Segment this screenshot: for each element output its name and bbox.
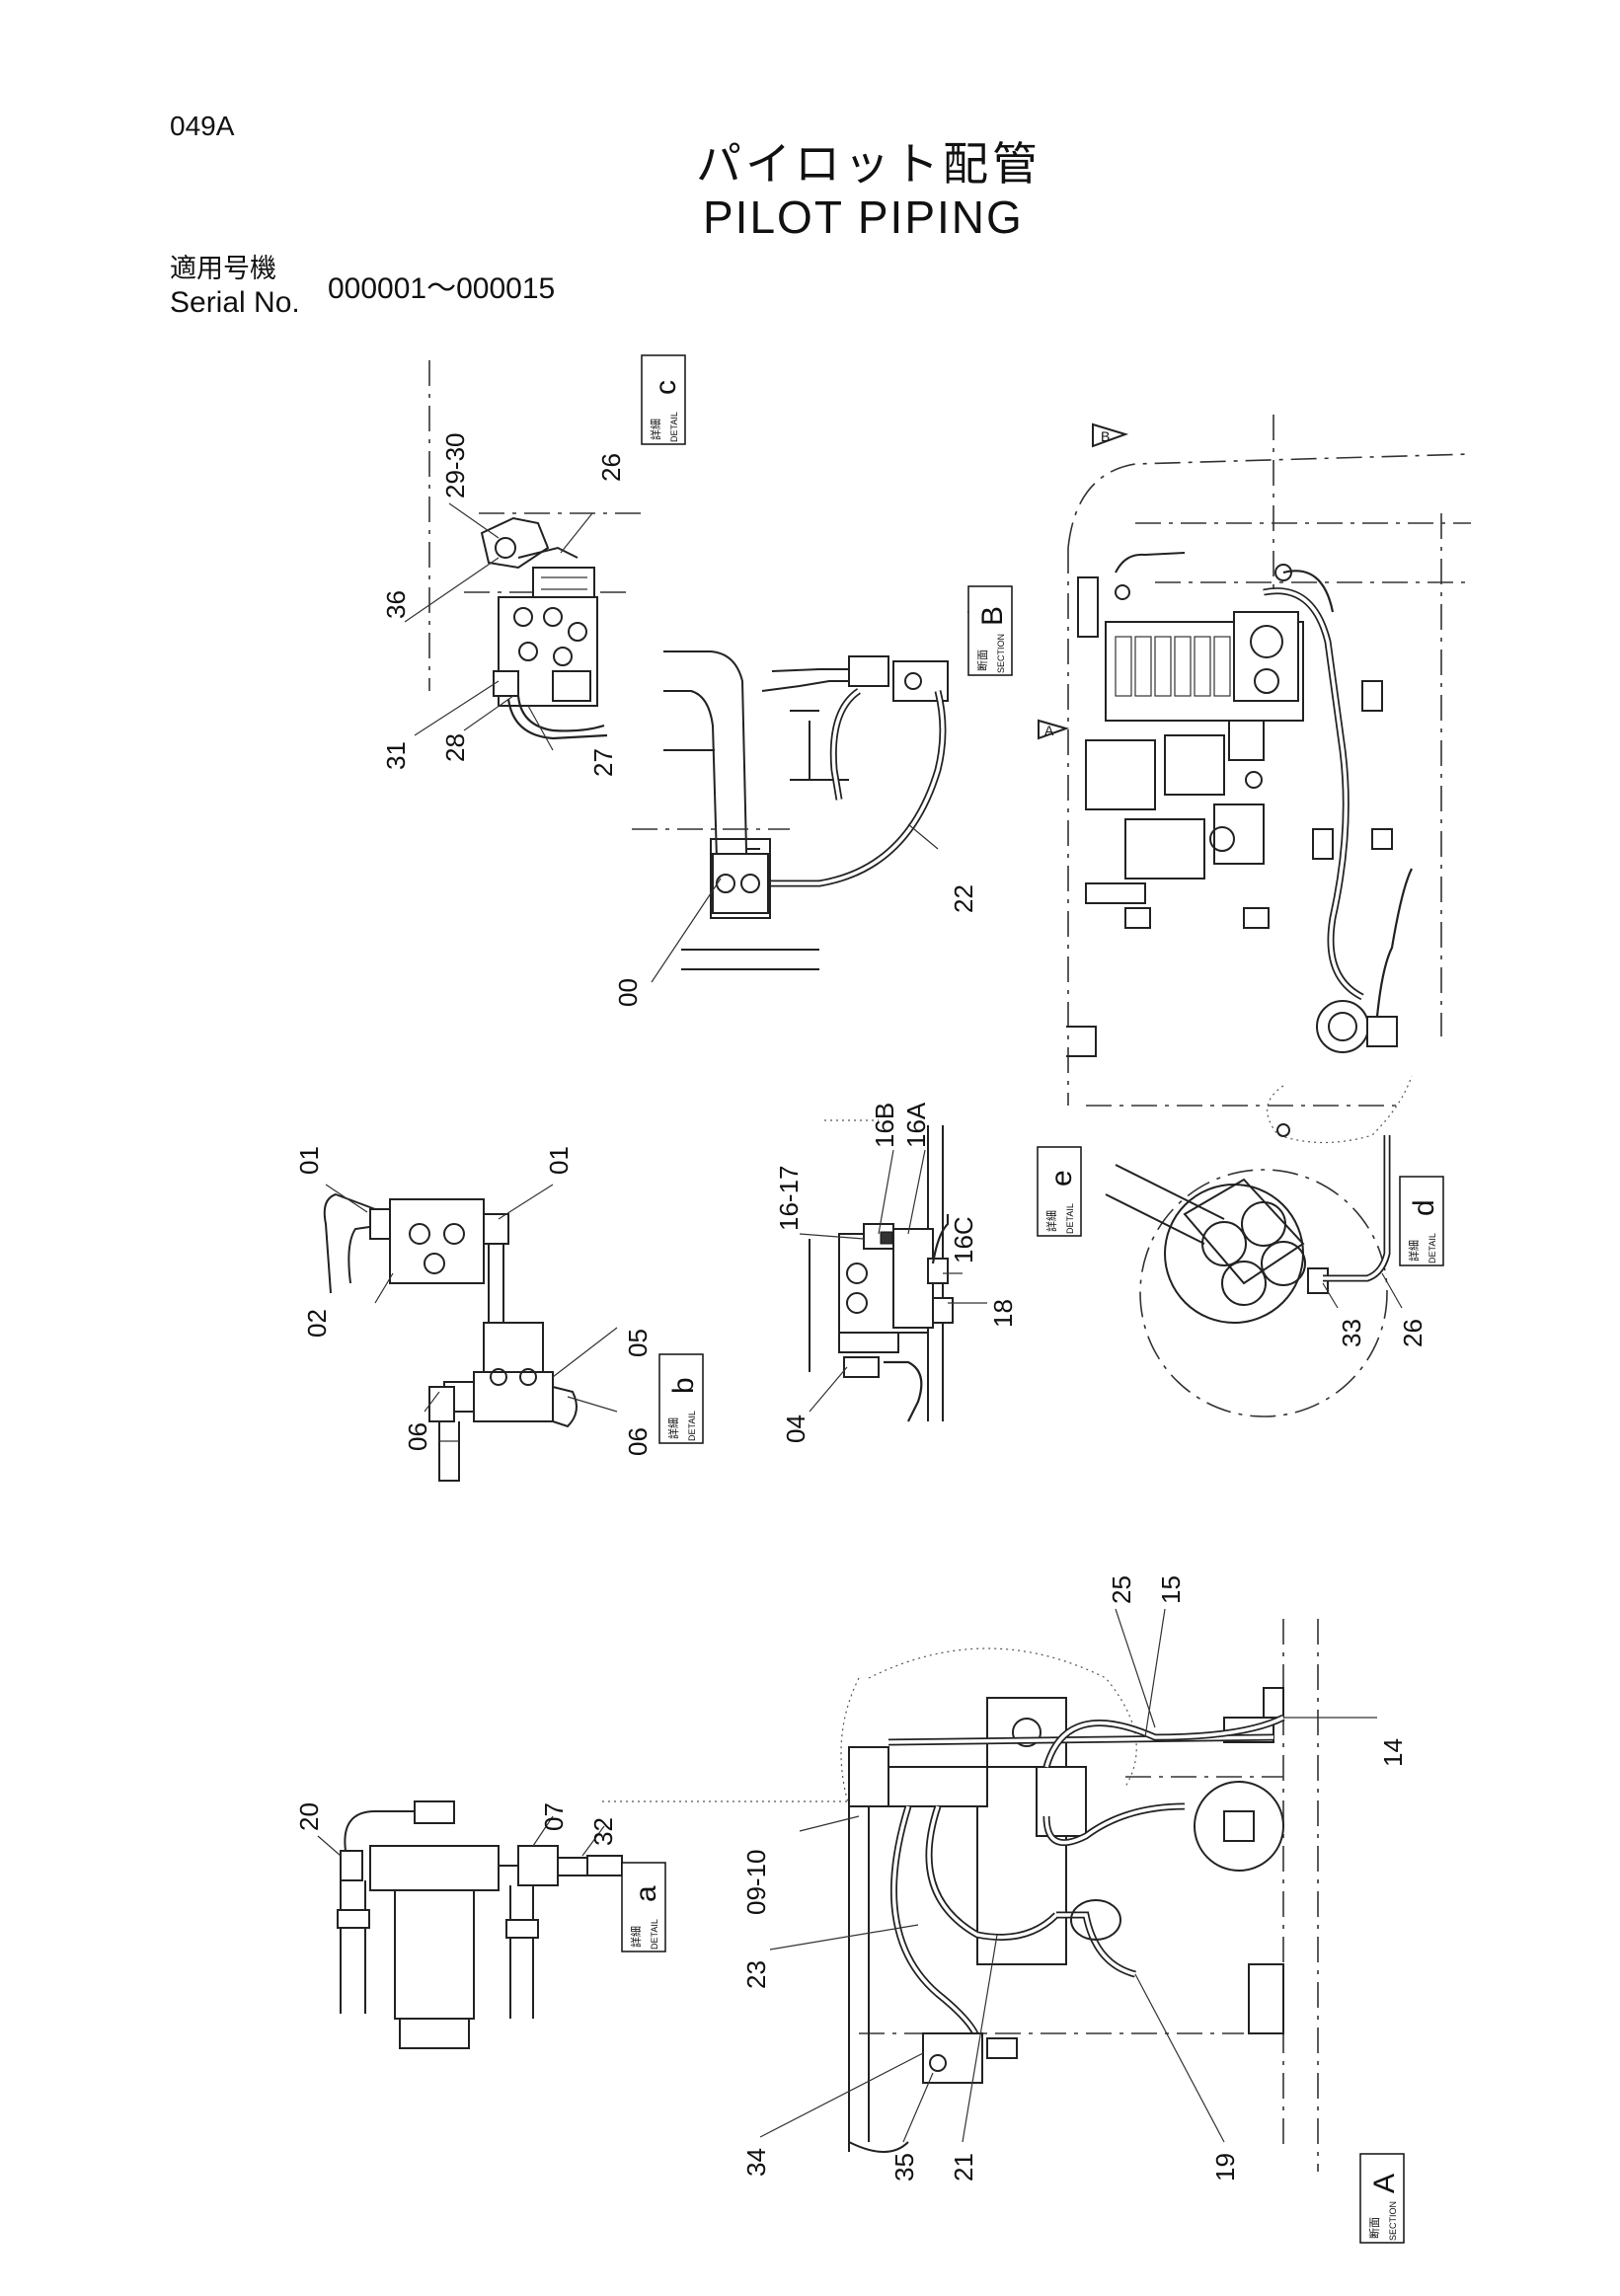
- callout-bb4: 05: [623, 1329, 653, 1357]
- serial-label-english: Serial No.: [170, 286, 300, 319]
- callout-s2: 15: [1156, 1575, 1186, 1604]
- callout-a3: 32: [588, 1817, 618, 1846]
- callout-s7: 35: [889, 2153, 919, 2181]
- tag-detail-c: 詳細 DETAIL c: [641, 354, 686, 445]
- callout-e3: 16-17: [774, 1166, 804, 1232]
- callout-b2: 00: [613, 978, 643, 1007]
- detail-e-view: 16B 16A 16-17 16C 18 04 詳細 DETAIL e: [774, 1102, 1082, 1443]
- detail-b-view: 01 01 02 05 06 06 詳細 DETAIL b: [294, 1146, 704, 1482]
- view-arrow-b: B: [1092, 422, 1129, 448]
- callout-e5: 18: [988, 1299, 1018, 1328]
- callout-c4: 31: [381, 741, 411, 770]
- callout-d1: 33: [1337, 1319, 1366, 1347]
- callout-a2: 07: [539, 1802, 569, 1831]
- tag-detail-a-letter: a: [630, 1885, 662, 1902]
- callout-s5: 23: [741, 1960, 771, 1989]
- callout-s9: 19: [1210, 2153, 1240, 2181]
- tag-detail-e-en: DETAIL: [1065, 1203, 1075, 1234]
- callout-bb2: 01: [544, 1146, 574, 1175]
- tag-section-a-letter: A: [1368, 2174, 1401, 2193]
- detail-d-view: 33 26 詳細 DETAIL d: [1105, 1135, 1444, 1417]
- tag-detail-e-letter: e: [1045, 1170, 1078, 1186]
- title-japanese: パイロット配管: [696, 137, 1041, 191]
- callout-s4: 09-10: [741, 1850, 771, 1916]
- tag-section-b: 断面 SECTION B: [967, 585, 1013, 676]
- tag-section-a-jp: 断面: [1367, 2217, 1381, 2239]
- serial-label-japanese: 適用号機: [170, 254, 276, 284]
- tag-detail-d-en: DETAIL: [1427, 1233, 1437, 1263]
- tag-detail-a: 詳細 DETAIL a: [621, 1862, 666, 1952]
- tag-detail-a-en: DETAIL: [650, 1919, 659, 1950]
- tag-section-b-letter: B: [976, 606, 1009, 626]
- callout-e1: 16B: [870, 1103, 899, 1148]
- tag-section-b-en: SECTION: [996, 634, 1006, 673]
- view-arrow-a-letter: A: [1044, 723, 1054, 738]
- tag-detail-a-jp: 詳細: [629, 1926, 643, 1948]
- serial-range: 000001～000015: [328, 272, 556, 305]
- tag-section-a: 断面 SECTION A: [1359, 2153, 1405, 2244]
- callout-bb1: 01: [294, 1146, 324, 1175]
- callout-c3: 36: [381, 590, 411, 619]
- callout-e4: 16C: [949, 1216, 978, 1263]
- tag-detail-c-jp: 詳細: [649, 419, 662, 440]
- callout-bb6: 06: [623, 1427, 653, 1456]
- callout-s3: 14: [1378, 1738, 1408, 1767]
- callout-e2: 16A: [901, 1102, 931, 1148]
- tag-detail-d: 詳細 DETAIL d: [1399, 1176, 1444, 1266]
- callout-bb5: 06: [403, 1422, 432, 1451]
- detail-a-view: 20 07 32 詳細 DETAIL a: [294, 1800, 869, 2049]
- main-plan-view: B A: [1038, 415, 1472, 1144]
- callout-s6: 34: [741, 2148, 771, 2177]
- callout-e6: 04: [781, 1415, 810, 1443]
- callout-bb3: 02: [302, 1309, 332, 1338]
- tag-detail-d-letter: d: [1408, 1199, 1440, 1216]
- tag-section-a-en: SECTION: [1388, 2201, 1398, 2241]
- callout-c1: 29-30: [440, 433, 470, 499]
- callout-c2: 26: [596, 453, 626, 482]
- tag-detail-c-en: DETAIL: [669, 412, 679, 442]
- tag-detail-c-letter: c: [650, 380, 682, 395]
- callout-d2: 26: [1398, 1319, 1427, 1347]
- callout-s8: 21: [949, 2153, 978, 2181]
- title-english: PILOT PIPING: [703, 191, 1024, 243]
- callout-c5: 28: [440, 733, 470, 762]
- tag-detail-b: 詳細 DETAIL b: [658, 1353, 704, 1444]
- tag-detail-b-en: DETAIL: [687, 1411, 697, 1441]
- detail-c-view: 29-30 26 36 31 28 27 詳細 DETAIL c: [381, 354, 686, 777]
- tag-section-b-jp: 断面: [975, 650, 989, 671]
- tag-detail-b-letter: b: [667, 1377, 700, 1394]
- tag-detail-e-jp: 詳細: [1044, 1210, 1058, 1232]
- tag-detail-b-jp: 詳細: [666, 1417, 680, 1439]
- view-arrow-b-letter: B: [1101, 428, 1110, 444]
- view-arrow-a: A: [1038, 719, 1070, 740]
- callout-s1: 25: [1107, 1575, 1136, 1604]
- page-code: 049A: [170, 111, 235, 141]
- tag-detail-d-jp: 詳細: [1407, 1240, 1421, 1262]
- section-b-view: 22 00 断面 SECTION B: [613, 585, 1013, 1007]
- tag-detail-e: 詳細 DETAIL e: [1037, 1146, 1082, 1237]
- callout-c6: 27: [588, 748, 618, 777]
- callout-b1: 22: [949, 884, 978, 913]
- section-a-view: 25 15 14 09-10 23 34 35 21 19 断面 SECTION…: [741, 1575, 1408, 2244]
- callout-a1: 20: [294, 1802, 324, 1831]
